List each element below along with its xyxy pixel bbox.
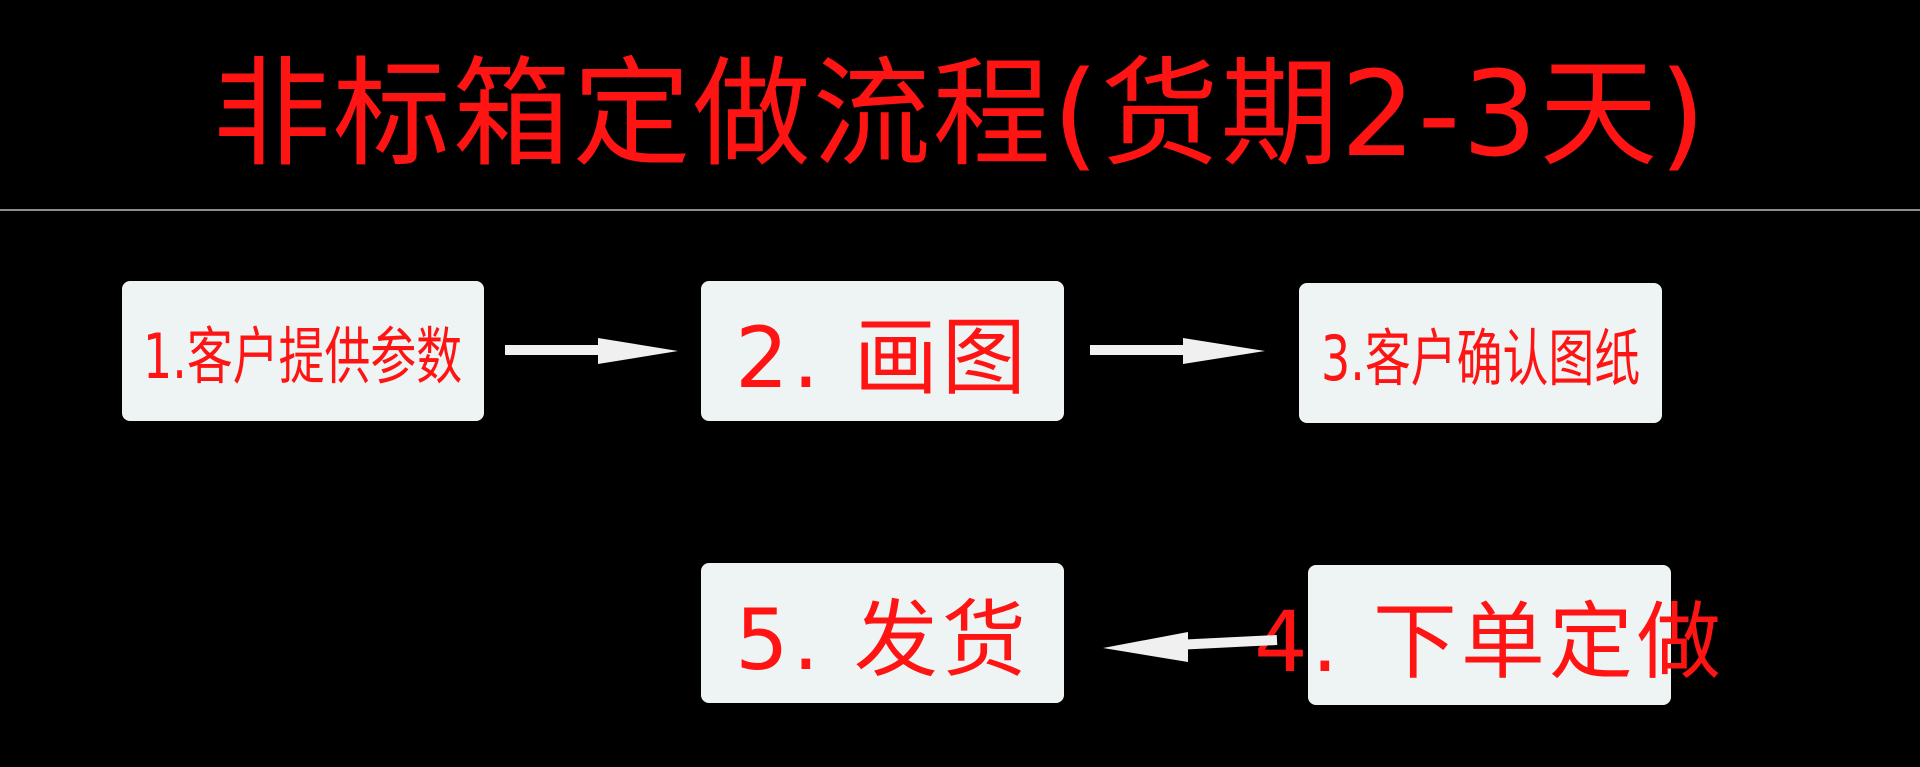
page-title: 非标箱定做流程(货期2-3天): [212, 44, 1708, 183]
step-box-4: 4. 下单定做: [1254, 565, 1721, 705]
step-box-2: 2. 画图: [701, 281, 1064, 421]
step-box-1: 1.客户提供参数: [122, 281, 484, 421]
step-label-1: 1.客户提供参数: [143, 320, 463, 393]
step-label-2: 2. 画图: [735, 308, 1030, 407]
step-label-3: 3.客户确认图纸: [1320, 322, 1641, 395]
arrow-right-icon: [505, 338, 678, 364]
arrow-left-icon: [1103, 632, 1278, 662]
step-label-5: 5. 发货: [735, 590, 1030, 689]
arrow-right-icon: [1090, 338, 1265, 364]
divider: [0, 209, 1920, 211]
step-label-4: 4. 下单定做: [1254, 592, 1725, 691]
step-box-3: 3.客户确认图纸: [1299, 283, 1662, 423]
step-box-5: 5. 发货: [701, 563, 1064, 703]
